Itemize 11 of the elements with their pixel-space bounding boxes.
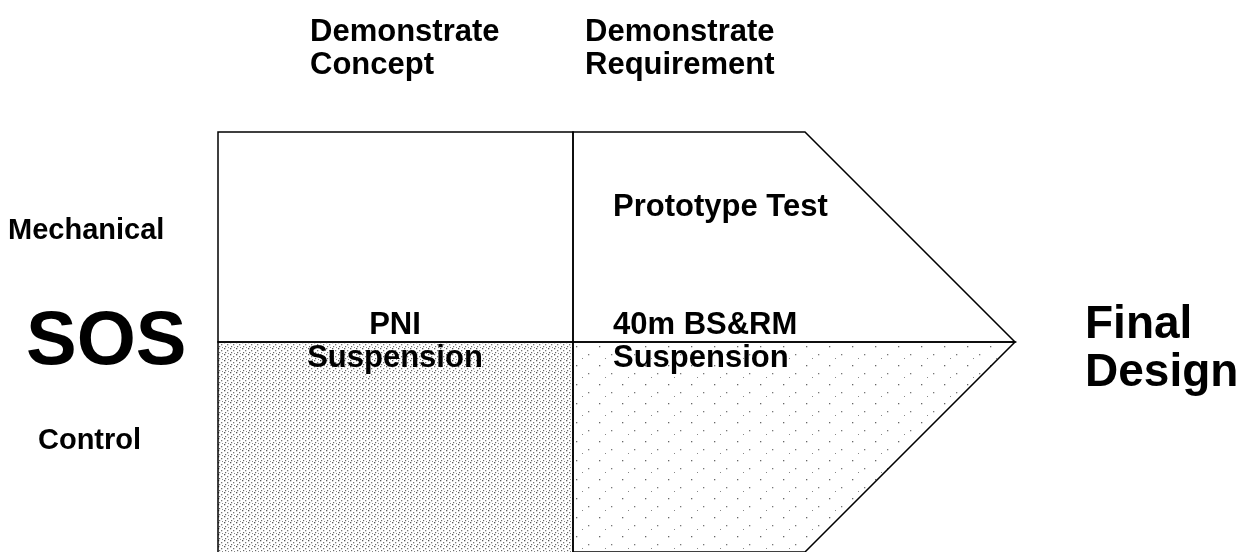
outcome-label: Final Design (1085, 298, 1240, 395)
cell-label: PNI Suspension (306, 308, 484, 374)
column-header: Demonstrate Concept (310, 15, 501, 81)
column-header: Demonstrate Requirement (585, 15, 776, 81)
cell-label: 40m BS&RM Suspension (613, 308, 799, 374)
chevron-cell (573, 342, 1015, 552)
axis-title: SOS (26, 298, 188, 378)
cell-label: Prototype Test (613, 190, 829, 223)
shaded-cell (218, 342, 573, 552)
row-label: Control (38, 424, 143, 455)
row-label: Mechanical (8, 214, 166, 245)
